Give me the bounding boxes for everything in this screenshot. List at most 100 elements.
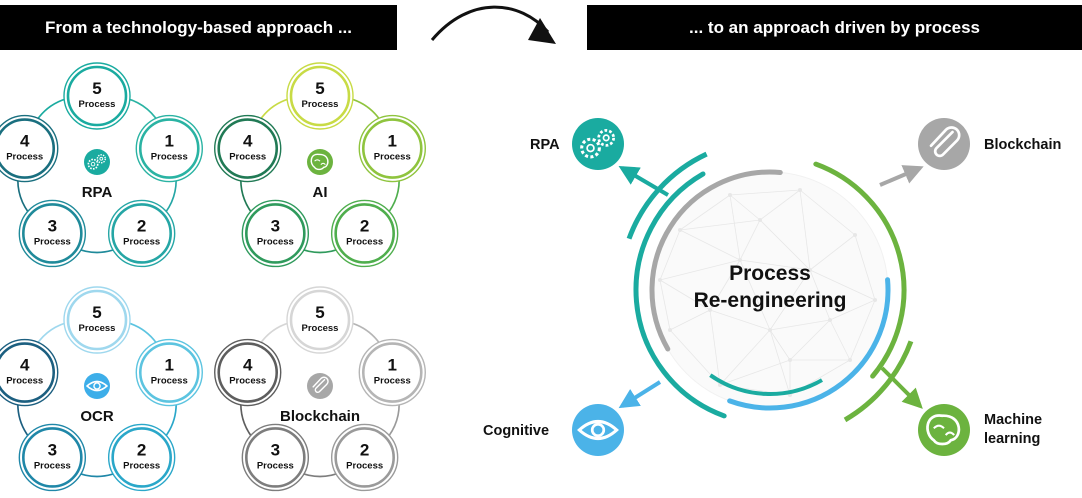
- banner-left-text: From a technology-based approach ...: [45, 17, 352, 37]
- title-line-1: Process: [729, 262, 811, 285]
- connector-arrow: [879, 165, 924, 187]
- gears-icon: [580, 129, 615, 159]
- node-number: 4: [20, 132, 30, 151]
- node-label: Process: [374, 376, 411, 387]
- cycle-center: OCR: [80, 373, 114, 425]
- node-number: 2: [360, 216, 369, 235]
- eye-icon: [85, 380, 109, 392]
- satellite-badge: [918, 404, 970, 456]
- cycle-title: Blockchain: [280, 408, 360, 425]
- satellite-rpa: RPA: [530, 118, 670, 197]
- connector-arrow: [618, 380, 662, 409]
- node-label: Process: [34, 236, 71, 247]
- node-number: 5: [315, 79, 324, 98]
- satellite-badge: [918, 118, 970, 170]
- node-number: 2: [360, 440, 369, 459]
- ml-outer-track: [843, 340, 914, 423]
- node-number: 4: [20, 356, 30, 375]
- rpa-track: [633, 171, 727, 419]
- brain-icon: [926, 414, 961, 446]
- node-label: Process: [123, 236, 160, 247]
- node-label: Process: [123, 460, 160, 471]
- node-label: Process: [79, 99, 116, 110]
- banner-process-approach: ... to an approach driven by process: [587, 5, 1082, 50]
- satellite-label: RPA: [530, 137, 560, 153]
- node-number: 3: [271, 440, 280, 459]
- node-label: Process: [151, 152, 188, 163]
- cycle-center: AI: [307, 149, 333, 201]
- node-number: 1: [165, 132, 174, 151]
- satellite-label: Machine: [984, 412, 1042, 428]
- eye-icon: [577, 419, 619, 441]
- cognitive-track: [727, 277, 891, 411]
- node-label: Process: [257, 236, 294, 247]
- gears-icon: [87, 154, 107, 170]
- paperclip-icon: [312, 376, 329, 393]
- node-label: Process: [302, 99, 339, 110]
- node-number: 5: [92, 79, 101, 98]
- satellite-blockchain: Blockchain: [879, 118, 1061, 187]
- satellite-cognitive: Cognitive: [483, 380, 662, 456]
- cycle-center: RPA: [82, 149, 113, 201]
- rpa-inner-track: [709, 373, 823, 396]
- cycle-ai: 5Process1Process2Process3Process4Process…: [214, 62, 426, 268]
- cycle-ocr: 5Process1Process2Process3Process4Process…: [0, 286, 203, 492]
- node-label: Process: [346, 460, 383, 471]
- node-label: Process: [229, 376, 266, 387]
- node-label: Process: [34, 460, 71, 471]
- node-label: Process: [374, 152, 411, 163]
- node-label: Process: [6, 376, 43, 387]
- satellite-ml: Machine learning: [880, 366, 1042, 456]
- node-label: Process: [346, 236, 383, 247]
- banner-technology-approach: From a technology-based approach ...: [0, 5, 397, 50]
- satellite-badge: [572, 404, 624, 456]
- node-number: 1: [388, 356, 397, 375]
- brain-icon: [310, 153, 329, 171]
- connector-arrow: [618, 165, 670, 197]
- satellite-label: learning: [984, 431, 1040, 447]
- node-label: Process: [79, 323, 116, 334]
- globe-network-background: [651, 171, 889, 409]
- cycle-title: RPA: [82, 184, 113, 201]
- node-number: 1: [388, 132, 397, 151]
- cycle-rpa: 5Process1Process2Process3Process4Process…: [0, 62, 203, 268]
- cycle-icon-badge: [307, 373, 333, 399]
- blockchain-track: [649, 169, 783, 352]
- cycle-center: Blockchain: [280, 373, 360, 425]
- cycle-title: OCR: [80, 408, 114, 425]
- node-number: 4: [243, 132, 253, 151]
- node-number: 2: [137, 216, 146, 235]
- node-number: 3: [48, 216, 57, 235]
- title-line-2: Re-engineering: [694, 289, 847, 312]
- satellite-label: Cognitive: [483, 423, 549, 439]
- node-label: Process: [151, 376, 188, 387]
- node-label: Process: [302, 323, 339, 334]
- node-number: 2: [137, 440, 146, 459]
- node-label: Process: [257, 460, 294, 471]
- satellite-label: Blockchain: [984, 137, 1061, 153]
- transition-arrow: [430, 5, 556, 44]
- node-number: 5: [315, 303, 324, 322]
- node-number: 4: [243, 356, 253, 375]
- node-number: 1: [165, 356, 174, 375]
- banner-right-text: ... to an approach driven by process: [689, 17, 980, 37]
